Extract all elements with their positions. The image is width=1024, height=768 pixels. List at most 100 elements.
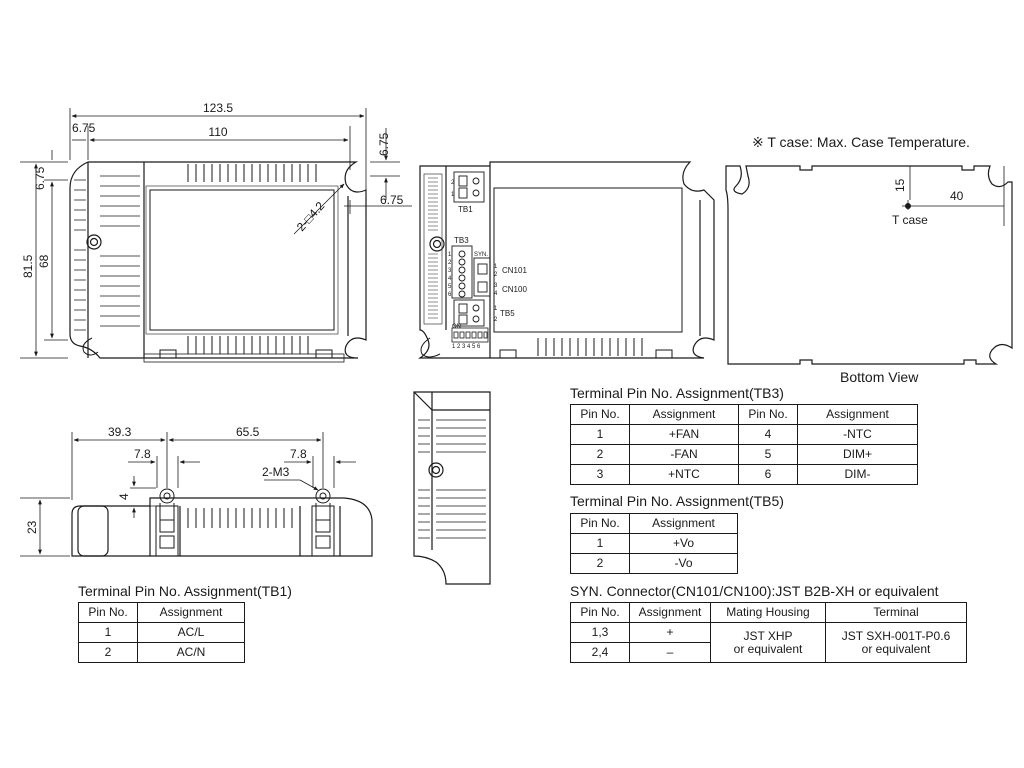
label-cn101: CN101 bbox=[502, 266, 527, 275]
bottom-view-caption: Bottom View bbox=[840, 369, 919, 385]
terminal-view-labels: TB1 TB3 SYN. CN101 CN100 TB5 ON 1 2 3 4 … bbox=[448, 180, 527, 350]
table-row: 1 +FAN 4 -NTC bbox=[570, 424, 918, 445]
table-row: 1 AC/L bbox=[78, 622, 245, 643]
table-cell: 1 bbox=[78, 622, 138, 643]
left-fin-lines bbox=[74, 175, 140, 331]
tb3-table: Pin No. Assignment Pin No. Assignment 1 … bbox=[570, 404, 918, 485]
table-header-row: Pin No. Assignment bbox=[570, 513, 738, 534]
dim-side-left: 39.3 bbox=[108, 425, 132, 439]
table-cell: 2 bbox=[78, 642, 138, 663]
dim-side-left-small: 7.8 bbox=[134, 447, 151, 461]
table-cell: 2,4 bbox=[570, 642, 630, 663]
column-header: Pin No. bbox=[570, 602, 630, 623]
tb3-pin-label: 5 bbox=[448, 284, 452, 290]
dim-hole-callout: 2-□4.2 bbox=[294, 199, 328, 234]
column-header: Pin No. bbox=[78, 602, 138, 623]
cn101-pin-label: 2 bbox=[494, 272, 498, 278]
dim-side-span: 65.5 bbox=[236, 425, 260, 439]
screw-icon bbox=[428, 462, 444, 478]
dim-side-height: 23 bbox=[25, 520, 39, 534]
tb3-pin-label: 6 bbox=[448, 292, 452, 298]
table-cell: + bbox=[629, 622, 711, 643]
table-row: 1 +Vo bbox=[570, 533, 738, 554]
tb3-pin-label: 2 bbox=[448, 260, 452, 266]
dim-overall-height: 81.5 bbox=[21, 254, 35, 278]
tb1-title: Terminal Pin No. Assignment(TB1) bbox=[78, 583, 292, 599]
side-view-dimensions bbox=[20, 432, 356, 557]
table-cell: 1 bbox=[570, 533, 630, 554]
column-header: Terminal bbox=[825, 602, 967, 623]
terminal-line: or equivalent bbox=[861, 641, 931, 656]
tb1-pin-label: 1 bbox=[451, 192, 455, 198]
table-cell: +NTC bbox=[629, 464, 739, 485]
dim-inner-height: 68 bbox=[37, 254, 51, 268]
mating-housing-cell: JST XHP or equivalent bbox=[710, 622, 826, 663]
label-dip-numbers: 1 2 3 4 5 6 bbox=[452, 344, 481, 350]
cn100-pin-label: 4 bbox=[494, 291, 498, 297]
dip-switch bbox=[451, 327, 489, 343]
table-header-row: Pin No. Assignment bbox=[78, 602, 245, 623]
tb3-pin-label: 3 bbox=[448, 268, 452, 274]
table-row: 2 -Vo bbox=[570, 553, 738, 574]
dim-inner-length: 110 bbox=[208, 125, 227, 139]
label-cn100: CN100 bbox=[502, 285, 527, 294]
tb3-pin-label: 1 bbox=[448, 252, 452, 258]
table-cell: DIM+ bbox=[797, 444, 918, 465]
column-header: Pin No. bbox=[738, 404, 798, 425]
table-cell: 2 bbox=[570, 553, 630, 574]
table-cell: AC/L bbox=[137, 622, 245, 643]
table-cell: 1,3 bbox=[570, 622, 630, 643]
label-dip-on: ON bbox=[452, 324, 461, 330]
syn-title: SYN. Connector(CN101/CN100):JST B2B-XH o… bbox=[570, 583, 939, 599]
terminal-view bbox=[418, 161, 715, 359]
column-header: Mating Housing bbox=[710, 602, 826, 623]
table-cell: 2 bbox=[570, 444, 630, 465]
table-cell: DIM- bbox=[797, 464, 918, 485]
label-tb3: TB3 bbox=[454, 236, 469, 245]
dim-left-offset: 6.75 bbox=[72, 121, 96, 135]
tb1-table: Pin No. Assignment 1 AC/L 2 AC/N bbox=[78, 602, 245, 663]
screw-icon bbox=[86, 234, 102, 250]
tcase-label: T case bbox=[892, 213, 928, 227]
table-cell: +FAN bbox=[629, 424, 739, 445]
table-cell: 3 bbox=[570, 464, 630, 485]
housing-line: or equivalent bbox=[733, 641, 803, 656]
tb3-pin-label: 4 bbox=[448, 276, 452, 282]
table-row: 1,3 + JST XHP or equivalent JST SXH-001T… bbox=[570, 622, 967, 663]
cn101-pin-label: 1 bbox=[494, 264, 498, 270]
label-syn: SYN. bbox=[474, 252, 488, 258]
terminal-cell: JST SXH-001T-P0.6 or equivalent bbox=[825, 622, 967, 663]
table-cell: -FAN bbox=[629, 444, 739, 465]
terminal-line: JST SXH-001T-P0.6 bbox=[841, 628, 951, 643]
bottom-view bbox=[725, 165, 1013, 365]
table-row: 3 +NTC 6 DIM- bbox=[570, 464, 918, 485]
tb5-terminal bbox=[453, 299, 485, 327]
table-cell: 6 bbox=[738, 464, 798, 485]
top-view-dimensions bbox=[20, 108, 412, 359]
column-header: Pin No. bbox=[570, 513, 630, 534]
table-cell: 4 bbox=[738, 424, 798, 445]
end-fin-lines bbox=[418, 419, 486, 539]
label-tb1: TB1 bbox=[458, 205, 473, 214]
tb5-table: Pin No. Assignment 1 +Vo 2 -Vo bbox=[570, 513, 738, 574]
tb3-title: Terminal Pin No. Assignment(TB3) bbox=[570, 385, 784, 401]
end-view bbox=[413, 391, 491, 585]
column-header: Assignment bbox=[629, 602, 711, 623]
dim-overall-length: 123.5 bbox=[203, 101, 233, 115]
dim-side-offset: 6.75 bbox=[380, 193, 404, 207]
tb1-pin-label: 2 bbox=[451, 180, 455, 186]
table-row: 2 AC/N bbox=[78, 642, 245, 663]
housing-line: JST XHP bbox=[743, 628, 793, 643]
tcase-point-icon bbox=[905, 203, 911, 209]
right-terminal-post bbox=[311, 488, 335, 557]
side-view-dim-labels: 39.3 65.5 7.8 7.8 2-M3 4 23 bbox=[25, 425, 307, 534]
screw-icon bbox=[429, 236, 445, 252]
tb1-terminal bbox=[453, 171, 485, 203]
table-row: 2,4 – bbox=[570, 642, 967, 663]
left-terminal-post bbox=[155, 488, 179, 557]
cn100-pin-label: 3 bbox=[494, 283, 498, 289]
syn-connector bbox=[473, 257, 491, 297]
table-cell: 1 bbox=[570, 424, 630, 445]
tcase-note: ※ T case: Max. Case Temperature. bbox=[752, 134, 970, 150]
